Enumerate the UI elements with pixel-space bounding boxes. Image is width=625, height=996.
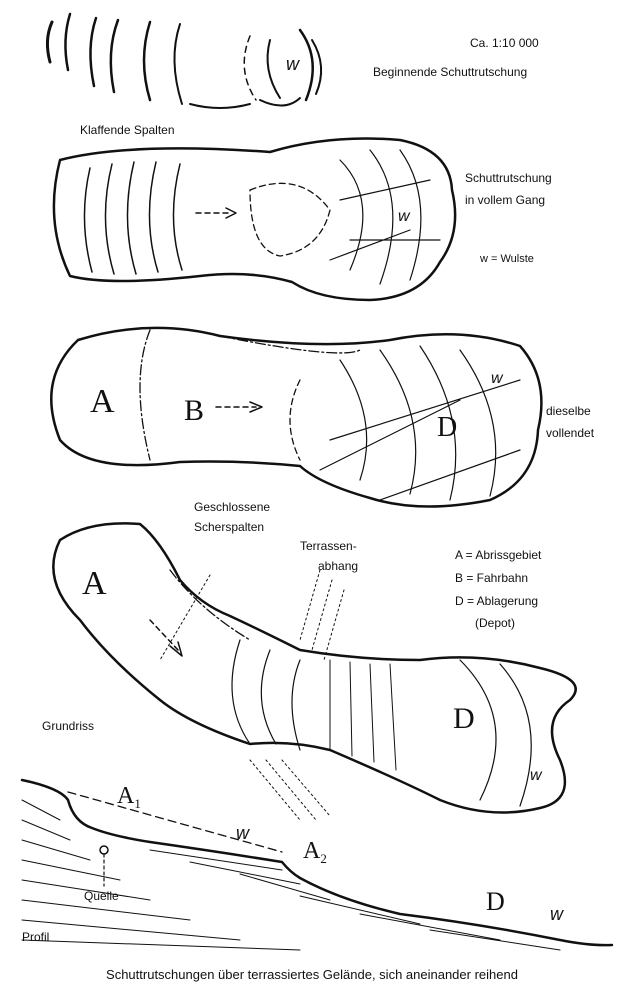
- cracks-label: Klaffende Spalten: [80, 123, 175, 137]
- shear-label-line1: Geschlossene: [194, 500, 270, 514]
- stage-full-title-line2: in vollem Gang: [465, 193, 545, 207]
- stage-beginning-drawing: [47, 14, 321, 108]
- stage-beginning-w-mark: w: [286, 54, 300, 74]
- profile-a1: A1: [117, 783, 141, 811]
- legend: A = Abrissgebiet B = Fahrbahn D = Ablage…: [455, 548, 542, 630]
- profile-a2: A2: [303, 838, 327, 866]
- legend-item-d: D = Ablagerung: [455, 594, 538, 608]
- terrace-label-line1: Terrassen-: [300, 539, 357, 553]
- w-legend: w = Wulste: [479, 253, 534, 265]
- stage-complete-drawing: [51, 328, 541, 507]
- stage-full-drawing: [54, 139, 455, 301]
- plan-w-mark: w: [530, 767, 543, 784]
- legend-item-depot: (Depot): [475, 616, 515, 630]
- scale-label: Ca. 1:10 000: [470, 36, 539, 50]
- plan-view-drawing: [53, 523, 575, 820]
- plan-mark-d: D: [453, 702, 475, 735]
- caption: Schuttrutschungen über terrassiertes Gel…: [106, 967, 518, 982]
- profile-w1: w: [236, 823, 250, 843]
- stage-complete-mark-a: A: [90, 383, 115, 420]
- legend-item-a: A = Abrissgebiet: [455, 548, 542, 562]
- shear-label-line2: Scherspalten: [194, 520, 264, 534]
- stage-beginning-title: Beginnende Schuttrutschung: [373, 65, 527, 79]
- stage-complete-mark-d: D: [437, 412, 457, 443]
- profile-label: Profil: [22, 930, 49, 944]
- stage-complete-w-mark: w: [491, 370, 504, 387]
- plan-mark-a: A: [82, 565, 107, 602]
- spring-label: Quelle: [84, 889, 119, 903]
- stage-complete-title-line1: dieselbe: [546, 404, 591, 418]
- grundriss-label: Grundriss: [42, 719, 94, 733]
- stage-complete-mark-b: B: [184, 394, 204, 427]
- stage-full-title-line1: Schuttrutschung: [465, 171, 552, 185]
- terrace-label-line2: abhang: [318, 559, 358, 573]
- legend-item-b: B = Fahrbahn: [455, 571, 528, 585]
- profile-w2: w: [550, 904, 564, 924]
- stage-full-w-mark: w: [398, 208, 411, 225]
- stage-complete-title-line2: vollendet: [546, 426, 595, 440]
- profile-d: D: [486, 887, 505, 916]
